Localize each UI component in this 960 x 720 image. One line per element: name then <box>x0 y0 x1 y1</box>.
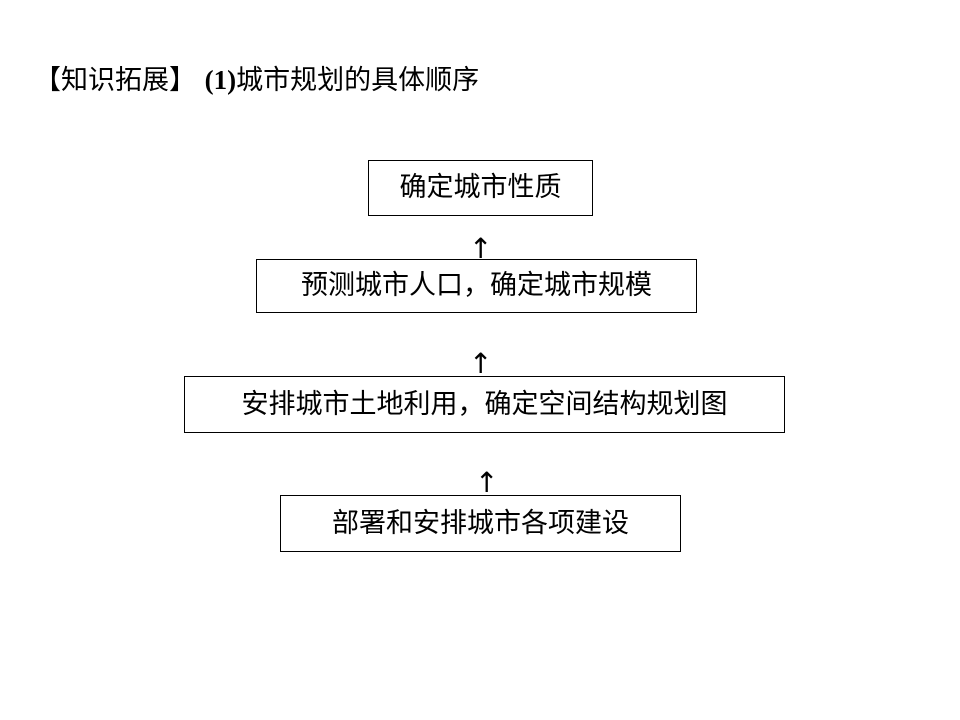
item-number: (1) <box>204 65 237 95</box>
heading-title: 城市规划的具体顺序 <box>236 65 480 96</box>
up-arrow-icon-2: ↑ <box>469 347 493 380</box>
up-arrow-icon-1: ↑ <box>469 232 493 265</box>
up-arrow-icon-3: ↑ <box>475 466 499 499</box>
flow-box-step-2: 预测城市人口，确定城市规模 <box>256 259 697 313</box>
flow-box-step-4: 部署和安排城市各项建设 <box>280 495 681 552</box>
slide-heading: 【知识拓展】 (1)城市规划的具体顺序 <box>34 62 479 99</box>
flow-box-step-1: 确定城市性质 <box>368 160 593 216</box>
flow-box-step-3: 安排城市土地利用，确定空间结构规划图 <box>184 376 785 433</box>
knowledge-extension-label: 【知识拓展】 <box>34 65 196 96</box>
